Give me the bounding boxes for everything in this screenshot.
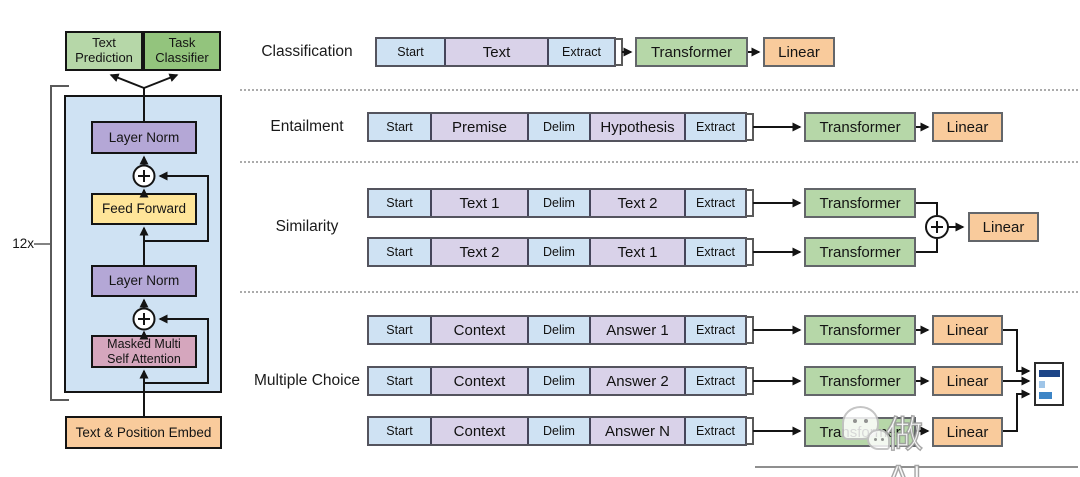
token-cell-start: Start — [369, 239, 430, 265]
score-bar-3 — [1039, 392, 1052, 399]
token-cell-answer2: Answer 2 — [589, 368, 684, 394]
token-cell-extract: Extract — [547, 39, 614, 65]
separator-3 — [240, 291, 1078, 293]
token-cell-extract: Extract — [684, 368, 745, 394]
token-cell-premise: Premise — [430, 114, 527, 140]
task-label-classification: Classification — [261, 43, 353, 60]
token-cell-extract: Extract — [684, 239, 745, 265]
bubble-eye — [881, 438, 884, 441]
token-cell-text2: Text 2 — [589, 190, 684, 216]
layer-norm-bottom-box: Layer Norm — [91, 265, 197, 297]
text-prediction-label: Text Prediction — [75, 35, 133, 65]
layer-norm-bottom-label: Layer Norm — [108, 273, 180, 289]
token-cell-delim: Delim — [527, 239, 589, 265]
token-cell-delim: Delim — [527, 190, 589, 216]
embed-label: Text & Position Embed — [75, 424, 212, 440]
score-bar-2 — [1039, 381, 1045, 388]
task-classifier-label: Task Classifier — [155, 35, 209, 65]
token-cell-context: Context — [430, 368, 527, 394]
bubble-eye — [874, 438, 877, 441]
token-cell-answerN: Answer N — [589, 418, 684, 444]
watermark-text: 做AI做的事儿 — [885, 413, 924, 477]
wechat-bubble-icon-small — [867, 429, 890, 450]
classification-transformer-box: Transformer — [635, 37, 748, 67]
bubble-eye — [853, 419, 857, 423]
token-cell-extract: Extract — [684, 418, 745, 444]
token-cell-text2: Text 2 — [430, 239, 527, 265]
token-cell-start: Start — [369, 368, 430, 394]
token-cell-answer1: Answer 1 — [589, 317, 684, 343]
task-label-entailment: Entailment — [270, 118, 344, 135]
similarity-linear-box: Linear — [968, 212, 1039, 242]
text-prediction-box: Text Prediction — [65, 31, 143, 71]
token-cell-delim: Delim — [527, 114, 589, 140]
token-cell-start: Start — [369, 317, 430, 343]
bubble-eye — [864, 419, 868, 423]
token-cell-delim: Delim — [527, 368, 589, 394]
masked-attention-box: Masked Multi Self Attention — [91, 335, 197, 368]
similarity-transformer-box-2: Transformer — [804, 237, 916, 267]
separator-1 — [240, 89, 1078, 91]
feed-forward-label: Feed Forward — [101, 201, 187, 217]
token-cell-delim: Delim — [527, 317, 589, 343]
classification-linear-box: Linear — [763, 37, 835, 67]
entailment-token-strip: Start Premise Delim Hypothesis Extract — [367, 112, 747, 142]
classification-token-strip: Start Text Extract — [375, 37, 616, 67]
multiple-choice-transformer-box-2: Transformer — [804, 366, 916, 396]
masked-attention-label-1: Masked Multi — [107, 337, 181, 352]
similarity-transformer-box-1: Transformer — [804, 188, 916, 218]
token-cell-hypothesis: Hypothesis — [589, 114, 684, 140]
score-bar-chart-icon — [1034, 362, 1064, 406]
multiple-choice-token-strip-1: Start Context Delim Answer 1 Extract — [367, 315, 747, 345]
multiple-choice-token-strip-2: Start Context Delim Answer 2 Extract — [367, 366, 747, 396]
token-cell-delim: Delim — [527, 418, 589, 444]
token-cell-extract: Extract — [684, 114, 745, 140]
token-cell-text1: Text 1 — [589, 239, 684, 265]
entailment-linear-box: Linear — [932, 112, 1003, 142]
multiple-choice-linear-box-1: Linear — [932, 315, 1003, 345]
token-cell-start: Start — [369, 418, 430, 444]
token-cell-text1: Text 1 — [430, 190, 527, 216]
similarity-token-strip-1: Start Text 1 Delim Text 2 Extract — [367, 188, 747, 218]
layer-norm-top-box: Layer Norm — [91, 121, 197, 154]
token-cell-context: Context — [430, 418, 527, 444]
task-label-similarity: Similarity — [275, 218, 339, 235]
multiple-choice-linear-box-2: Linear — [932, 366, 1003, 396]
loop-count-label: 12x — [12, 236, 34, 251]
token-cell-text: Text — [444, 39, 547, 65]
token-cell-context: Context — [430, 317, 527, 343]
separator-2 — [240, 161, 1078, 163]
token-cell-extract: Extract — [684, 190, 745, 216]
token-cell-extract: Extract — [684, 317, 745, 343]
layer-norm-top-label: Layer Norm — [108, 129, 180, 145]
bottom-divider-line — [755, 466, 1078, 468]
token-cell-start: Start — [369, 114, 430, 140]
multiple-choice-transformer-box-1: Transformer — [804, 315, 916, 345]
score-bar-1 — [1039, 370, 1060, 377]
masked-attention-label-2: Self Attention — [107, 351, 181, 366]
token-cell-start: Start — [377, 39, 444, 65]
token-cell-start: Start — [369, 190, 430, 216]
entailment-transformer-box: Transformer — [804, 112, 916, 142]
multiple-choice-linear-box-3: Linear — [932, 417, 1003, 447]
feed-forward-box: Feed Forward — [91, 193, 197, 225]
similarity-token-strip-2: Start Text 2 Delim Text 1 Extract — [367, 237, 747, 267]
task-classifier-box: Task Classifier — [143, 31, 221, 71]
multiple-choice-token-strip-3: Start Context Delim Answer N Extract — [367, 416, 747, 446]
task-label-multiple-choice: Multiple Choice — [254, 372, 360, 389]
embed-box: Text & Position Embed — [65, 416, 222, 449]
